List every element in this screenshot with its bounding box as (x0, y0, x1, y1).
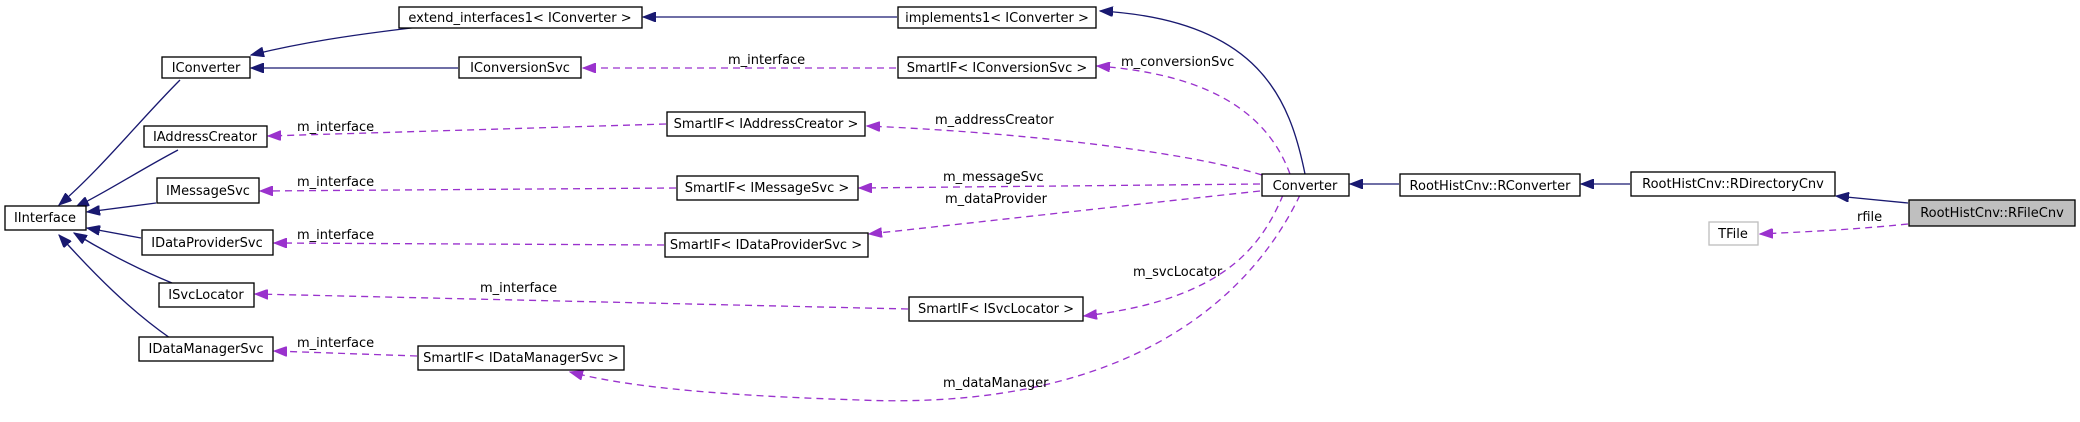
edge-converter-to-smartif-idataprovidersvc (869, 190, 1261, 234)
node-idataprovidersvc[interactable]: IDataProviderSvc (141, 229, 274, 256)
edge-idatamanagersvc-to-iinterface (59, 235, 171, 339)
label-m-dataprovider: m_dataProvider (945, 192, 1048, 207)
node-label: IConverter (172, 61, 241, 76)
label-conversionsvc-interface: m_interface (728, 53, 805, 68)
node-label: TFile (1717, 227, 1748, 242)
edge-iconverter-to-iinterface (59, 79, 181, 205)
label-m-conversionsvc: m_conversionSvc (1121, 55, 1234, 70)
node-label: RootHistCnv::RFileCnv (1920, 206, 2064, 221)
edge-extend-interfaces1-to-iconverter (251, 26, 421, 55)
node-label: IAddressCreator (153, 130, 258, 145)
node-iconverter[interactable]: IConverter (161, 56, 251, 79)
edge-imessagesvc-to-iinterface (87, 202, 157, 212)
node-label: SmartIF< IDataProviderSvc > (670, 238, 862, 253)
node-label: RootHistCnv::RConverter (1410, 179, 1572, 194)
node-label: IDataProviderSvc (151, 236, 263, 251)
edge-rfilecnv-to-tfile (1760, 223, 1909, 234)
usage-edges (255, 66, 1909, 402)
node-tfile[interactable]: TFile (1708, 221, 1759, 246)
edge-iaddresscreator-to-iinterface (76, 149, 179, 207)
edge-converter-to-smartif-imessagesvc (859, 184, 1261, 188)
node-smartif-imessagesvc[interactable]: SmartIF< IMessageSvc > (676, 175, 859, 201)
edge-isvclocator-to-iinterface (74, 233, 173, 284)
edge-converter-to-smartif-idatamanagersvc (570, 194, 1301, 402)
node-label: SmartIF< IDataManagerSvc > (423, 351, 619, 366)
node-label: RootHistCnv::RDirectoryCnv (1642, 177, 1824, 192)
node-iaddresscreator[interactable]: IAddressCreator (143, 125, 268, 148)
node-label: SmartIF< IMessageSvc > (685, 181, 850, 196)
node-imessagesvc[interactable]: IMessageSvc (156, 177, 260, 204)
nodes: extend_interfaces1< IConverter > impleme… (4, 6, 2076, 371)
label-svclocator-interface: m_interface (480, 281, 557, 296)
edge-rfilecnv-to-rdirectorycnv (1836, 196, 1909, 204)
edge-converter-to-smartif-iaddresscreator (867, 126, 1263, 176)
node-label: SmartIF< IAddressCreator > (674, 117, 859, 132)
edge-smartif-imessagesvc-to-imessagesvc (260, 188, 677, 191)
label-messagesvc-interface: m_interface (297, 175, 374, 190)
edge-labels: m_interface m_conversionSvc m_interface … (297, 53, 1882, 391)
label-m-svclocator: m_svcLocator (1133, 265, 1223, 280)
node-converter[interactable]: Converter (1261, 173, 1350, 197)
label-m-messagesvc: m_messageSvc (943, 170, 1044, 185)
node-extend-interfaces1[interactable]: extend_interfaces1< IConverter > (398, 6, 643, 29)
node-label: IInterface (14, 211, 76, 226)
node-iconversionsvc[interactable]: IConversionSvc (458, 56, 582, 79)
node-implements1[interactable]: implements1< IConverter > (897, 6, 1097, 29)
node-smartif-idataprovidersvc[interactable]: SmartIF< IDataProviderSvc > (664, 232, 869, 258)
label-datamanagersvc-interface: m_interface (297, 336, 374, 351)
edge-smartif-idataprovidersvc-to-idataprovidersvc (274, 243, 665, 245)
inheritance-edges (59, 11, 1909, 339)
edge-converter-to-smartif-iconversionsvc (1097, 66, 1291, 175)
node-label: IMessageSvc (166, 184, 250, 199)
label-dataprovidersvc-interface: m_interface (297, 228, 374, 243)
node-isvclocator[interactable]: ISvcLocator (158, 282, 255, 308)
node-rconverter[interactable]: RootHistCnv::RConverter (1399, 173, 1581, 197)
edge-smartif-idatamanagersvc-to-idatamanagersvc (274, 351, 418, 357)
edge-idataprovidersvc-to-iinterface (87, 228, 142, 239)
node-smartif-isvclocator[interactable]: SmartIF< ISvcLocator > (908, 296, 1084, 322)
node-label: implements1< IConverter > (905, 11, 1089, 26)
node-label: SmartIF< IConversionSvc > (907, 61, 1088, 76)
edge-smartif-isvclocator-to-isvclocator (255, 294, 909, 310)
node-rfilecnv[interactable]: RootHistCnv::RFileCnv (1908, 199, 2076, 227)
node-idatamanagersvc[interactable]: IDataManagerSvc (138, 336, 274, 362)
node-label: ISvcLocator (168, 288, 244, 303)
label-m-addresscreator: m_addressCreator (935, 113, 1054, 128)
label-m-datamanager: m_dataManager (943, 376, 1049, 391)
node-label: SmartIF< ISvcLocator > (918, 302, 1074, 317)
node-label: IDataManagerSvc (149, 342, 264, 357)
edge-smartif-iaddresscreator-to-iaddresscreator (268, 123, 667, 136)
edge-converter-to-smartif-isvclocator (1084, 194, 1284, 316)
node-smartif-idatamanagersvc[interactable]: SmartIF< IDataManagerSvc > (417, 345, 625, 371)
label-addresscreator-interface: m_interface (297, 120, 374, 135)
edge-converter-to-implements1 (1100, 11, 1306, 175)
node-smartif-iconversionsvc[interactable]: SmartIF< IConversionSvc > (897, 56, 1097, 79)
node-rdirectorycnv[interactable]: RootHistCnv::RDirectoryCnv (1630, 171, 1836, 197)
node-label: Converter (1273, 179, 1338, 194)
label-rfile: rfile (1857, 210, 1882, 225)
node-label: IConversionSvc (470, 61, 570, 76)
node-smartif-iaddresscreator[interactable]: SmartIF< IAddressCreator > (666, 111, 866, 137)
node-iinterface[interactable]: IInterface (4, 205, 87, 231)
node-label: extend_interfaces1< IConverter > (408, 11, 631, 26)
